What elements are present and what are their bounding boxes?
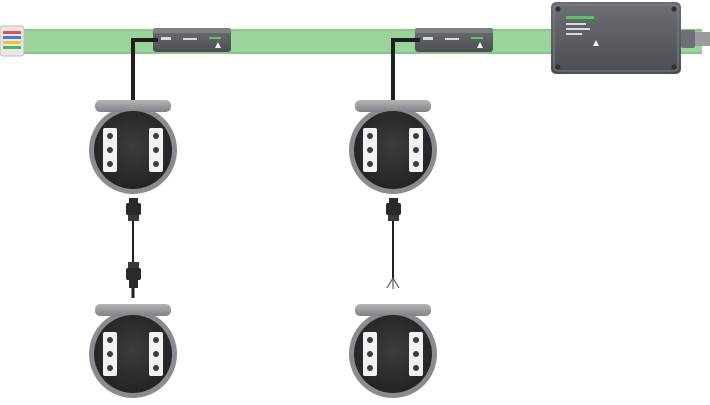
bus-rail-edge-top [12,29,702,31]
stripped-cable-icon [386,198,401,289]
plug-coupler-icon [126,198,141,298]
junction-tap-icon [153,28,231,52]
floor-socket-box-icon [89,304,177,398]
floor-socket-box-icon [89,100,177,194]
controller-box-icon [551,2,710,74]
drop-cable [131,38,158,110]
bus-rail-edge-bottom [12,52,702,54]
floor-socket-box-icon [349,100,437,194]
rj45-connector-icon [0,25,25,57]
drop-cable [391,38,420,110]
floor-socket-box-icon [349,304,437,398]
junction-tap-icon [415,28,493,52]
